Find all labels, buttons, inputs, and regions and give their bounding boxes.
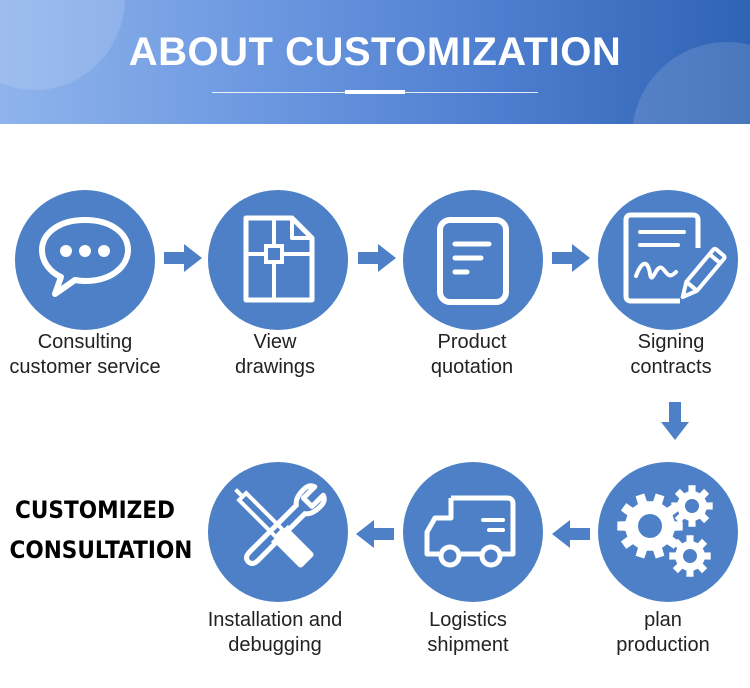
step-label-line1: Consulting (37, 331, 133, 353)
step-production-circle (598, 462, 738, 602)
page-title: ABOUT CUSTOMIZATION (128, 30, 622, 74)
step-contracts-label: Signing contracts (571, 330, 750, 380)
customized-consultation-heading: CUSTOMIZED CONSULTATION (9, 490, 193, 570)
floor-plan-icon (243, 215, 315, 303)
gear-small-bottom-icon (669, 535, 711, 577)
side-title-line1: CUSTOMIZED (15, 496, 175, 524)
step-label-line2: drawings (234, 356, 316, 378)
step-logistics-label: Logistics shipment (368, 608, 568, 658)
arrow-right-icon (552, 244, 590, 272)
step-consulting-label: Consulting customer service (0, 330, 185, 380)
step-label-line2: production (616, 634, 710, 656)
document-icon (437, 217, 509, 305)
step-label-line1: Product (437, 331, 507, 353)
step-installation-circle (208, 462, 348, 602)
delivery-truck-icon (424, 495, 516, 568)
step-production-label: plan production (563, 608, 750, 658)
step-logistics-circle (403, 462, 543, 602)
arrow-right-icon (358, 244, 396, 272)
step-quotation-label: Product quotation (372, 330, 572, 380)
step-label-line2: contracts (630, 356, 712, 378)
contract-pen-icon (623, 212, 727, 304)
gears-icon (617, 485, 713, 577)
arrow-left-icon (552, 520, 590, 548)
header-banner: ABOUT CUSTOMIZATION (0, 0, 750, 124)
step-label-line1: Installation and (207, 609, 343, 631)
step-label-line1: plan (644, 609, 682, 631)
step-label-line2: debugging (228, 634, 322, 656)
step-label-line2: shipment (427, 634, 509, 656)
step-label-line2: customer service (9, 356, 161, 378)
step-label-line1: View (253, 331, 297, 353)
step-contracts-circle (598, 190, 738, 330)
step-label-line1: Signing (637, 331, 705, 353)
arrow-down-icon (661, 402, 689, 440)
wrench-screwdriver-icon (234, 483, 327, 568)
step-drawings-circle (208, 190, 348, 330)
arrow-left-icon (356, 520, 394, 548)
gear-small-top-icon (671, 485, 713, 527)
step-drawings-label: View drawings (175, 330, 375, 380)
step-label-line1: Logistics (429, 609, 507, 631)
step-consulting-circle (15, 190, 155, 330)
title-underline-accent (345, 90, 405, 94)
chat-bubble-icon (39, 217, 131, 297)
step-label-line2: quotation (430, 356, 514, 378)
arrow-right-icon (164, 244, 202, 272)
step-quotation-circle (403, 190, 543, 330)
side-title-line2: CONSULTATION (9, 536, 193, 564)
step-installation-label: Installation and debugging (175, 608, 375, 658)
gear-large-icon (617, 493, 683, 559)
